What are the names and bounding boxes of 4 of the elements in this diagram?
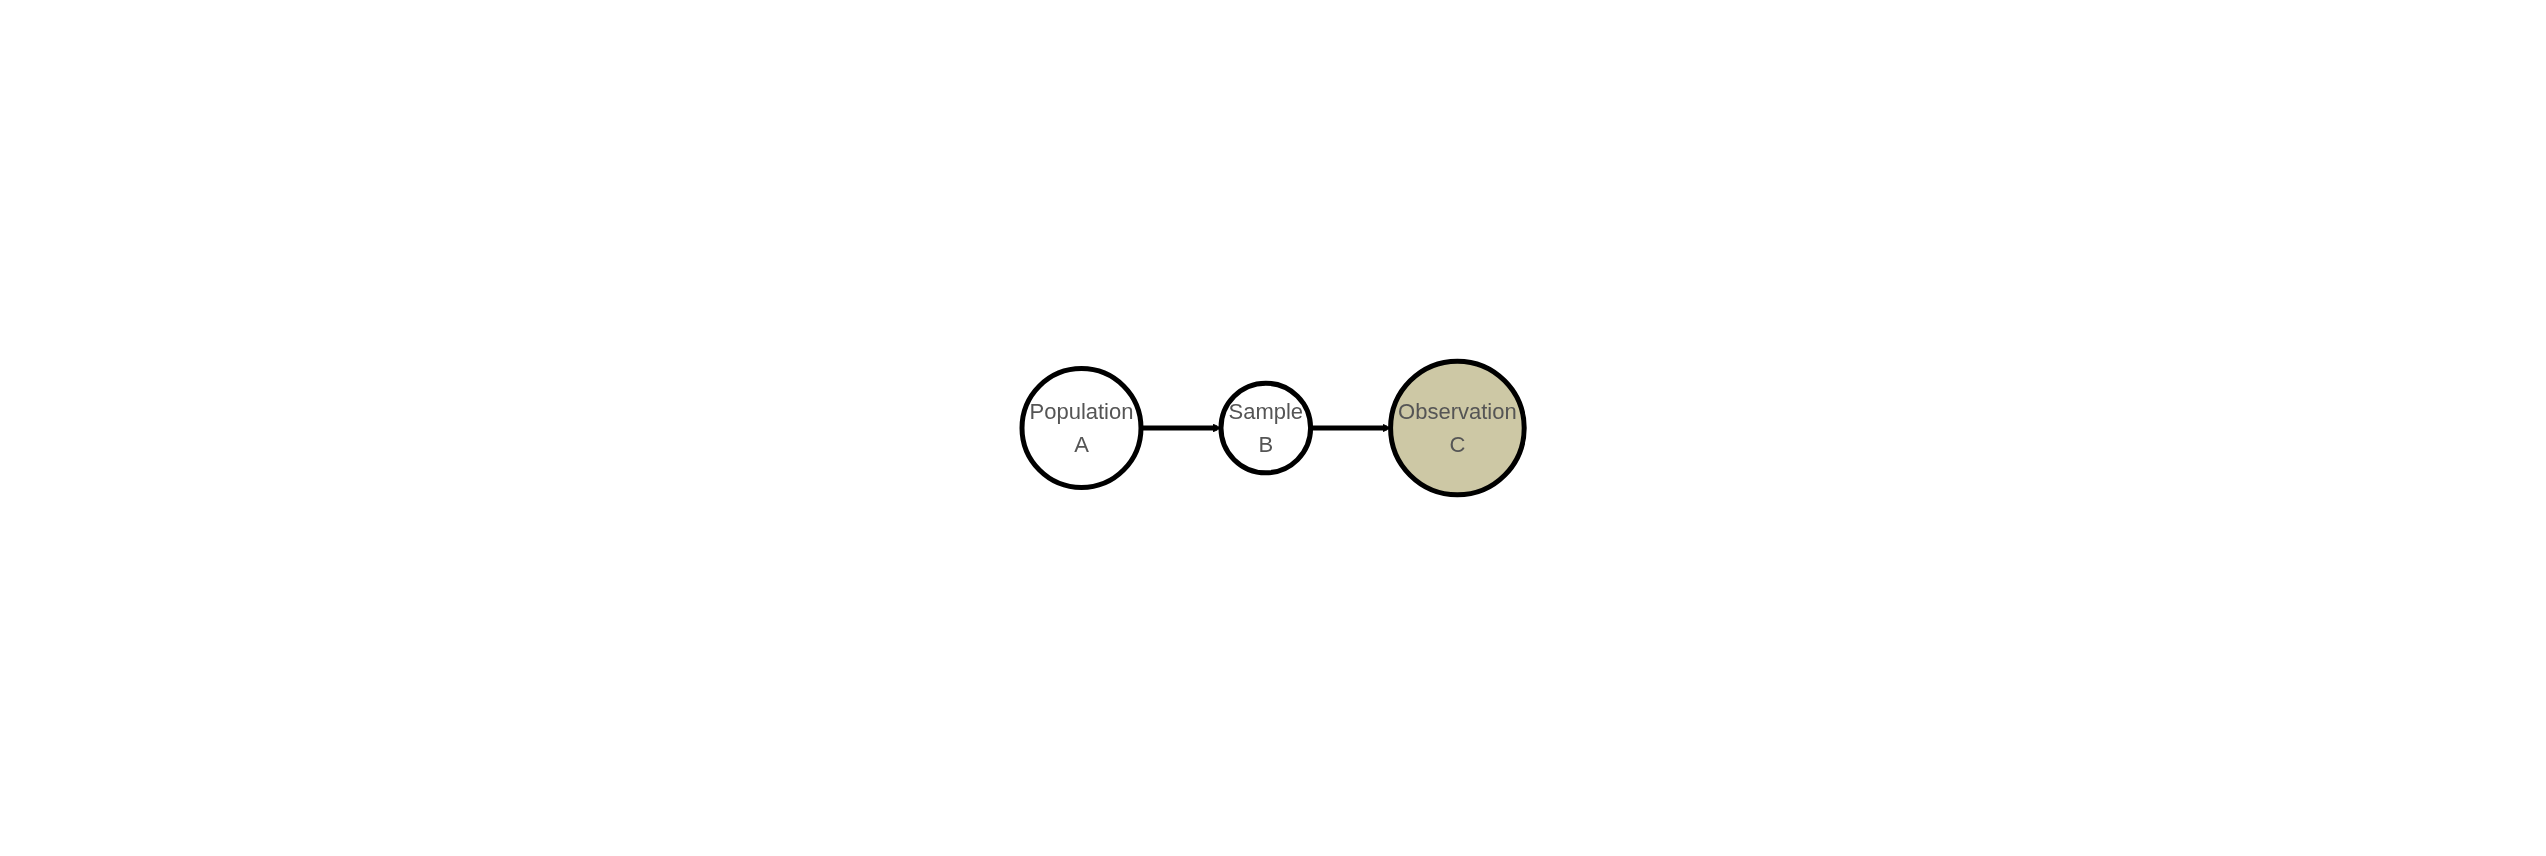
node-circle: Sample B (1218, 380, 1313, 476)
arrow (1310, 423, 1391, 433)
node-circle: Observation C (1387, 358, 1527, 498)
node-circle: Population A (1019, 366, 1144, 490)
